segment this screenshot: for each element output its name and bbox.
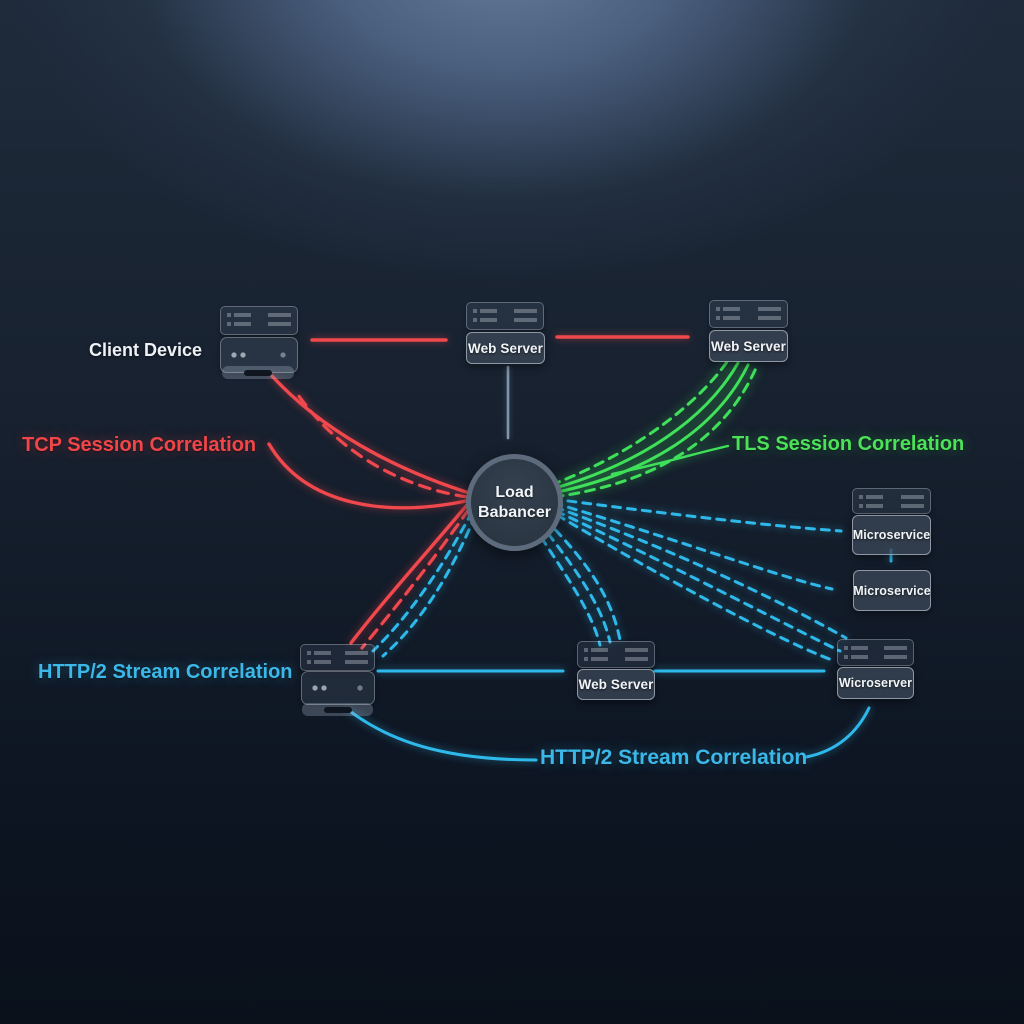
web-server-top-right-node: Web Server [709,330,788,362]
microservice-lower-node: Microservice [853,570,931,611]
server-rack-icon [852,488,931,514]
server-rack-icon [300,644,375,671]
web-server-top-mid-node: Web Server [466,332,545,364]
microservice-upper-node: Microservice [852,515,931,555]
tcp-session-correlation-label: TCP Session Correlation [22,434,257,456]
server-rack-icon [837,639,914,666]
http2-stream-correlation-left-label: HTTP/2 Stream Correlation [38,661,293,683]
tls-session-edges [549,360,758,499]
device-base-icon [302,703,373,716]
http2-stream-correlation-bottom-label: HTTP/2 Stream Correlation [540,746,808,769]
client-device-label: Client Device [88,340,202,360]
microserver-bottom-right-node: Wicroserver [837,667,914,699]
load-balancer-node: Load Babancer [466,454,563,551]
web-server-bottom-node: Web Server [577,669,655,700]
tls-session-correlation-label: TLS Session Correlation [732,433,965,455]
device-base-icon [222,366,294,379]
server-rack-icon [577,641,655,668]
server-rack-icon [220,306,298,335]
server-rack-icon [709,300,788,328]
load-balancer-label: Load Babancer [478,483,551,521]
http2-stream-edges [345,497,893,762]
tcp-session-edges [267,335,690,650]
client-device-icon [301,671,375,705]
server-rack-icon [466,302,544,330]
